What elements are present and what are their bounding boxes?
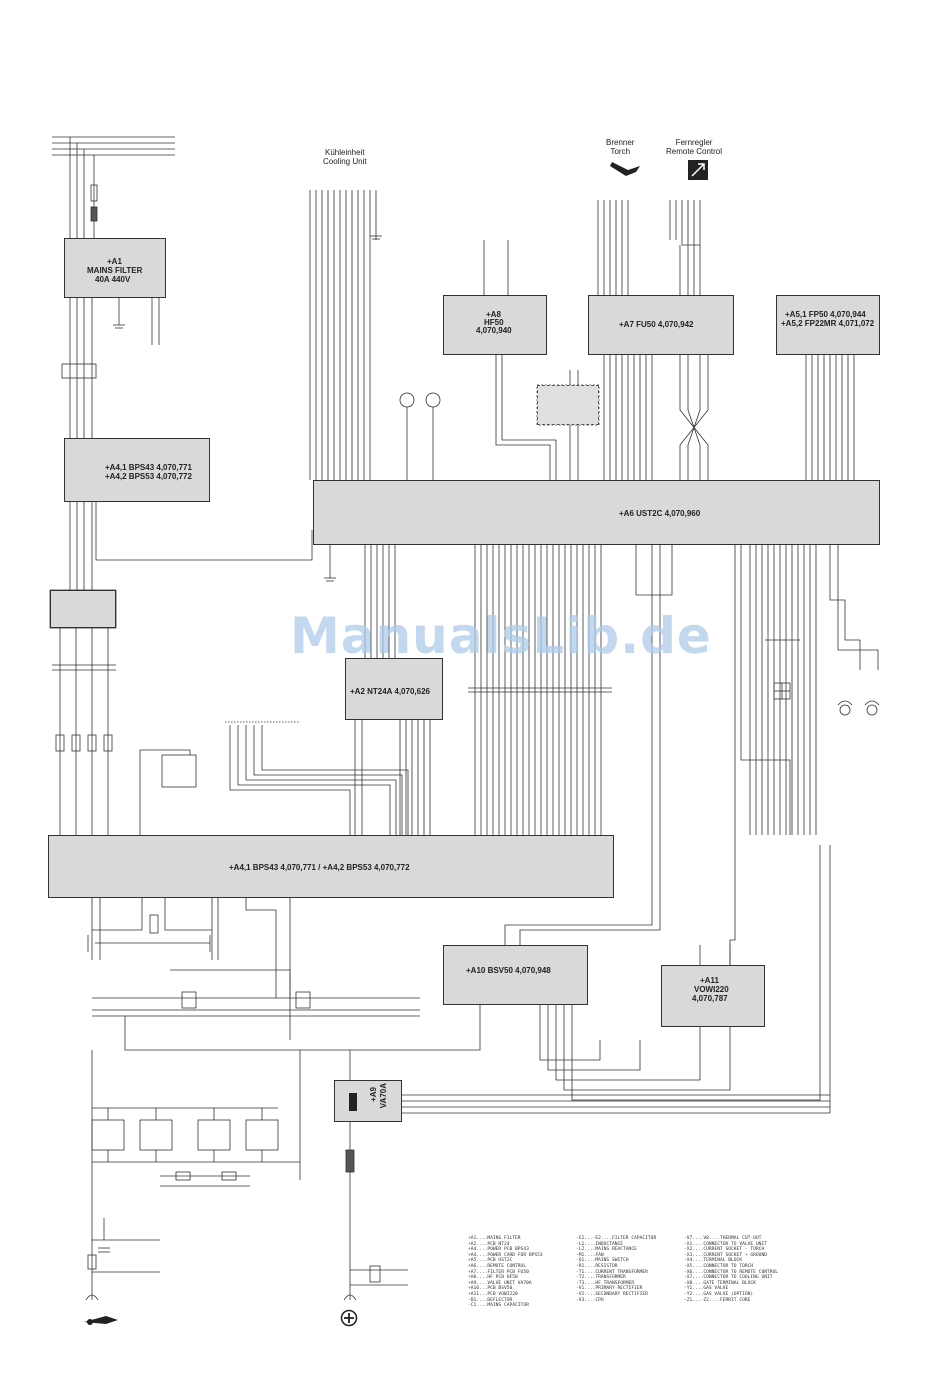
torch-label-en: Torch xyxy=(610,147,631,156)
torch-header: Brenner Torch xyxy=(606,138,634,156)
controller-to-nt24-wires xyxy=(329,545,396,658)
nt24-to-bps-wires xyxy=(225,720,431,835)
legend-column-2: -E1...-E2....FILTER CAPACITOR -L1....IND… xyxy=(576,1236,657,1303)
secondary-diodes xyxy=(91,1107,300,1187)
bps-side-module: +A4,1 BPS43 4,070,771 +A4,2 BPS53 4,070,… xyxy=(64,438,210,502)
vowi220-module: +A11 VOWI220 4,070,787 xyxy=(661,965,765,1027)
gas-valve-option-box xyxy=(537,385,599,425)
a4-main-label: +A4,1 BPS43 4,070,771 / +A4,2 BPS53 4,07… xyxy=(229,863,410,872)
bps-main-module: +A4,1 BPS43 4,070,771 / +A4,2 BPS53 4,07… xyxy=(48,835,614,898)
torch-output-symbol xyxy=(82,1312,122,1326)
a11-part: 4,070,787 xyxy=(692,994,728,1003)
mains-input-lines xyxy=(52,136,175,600)
fp50-module: +A5,1 FP50 4,070,944 +A5,2 FP22MR 4,071,… xyxy=(776,295,880,355)
a10-label: +A10 BSV50 4,070,948 xyxy=(466,966,551,975)
a6-label: +A6 UST2C 4,070,960 xyxy=(619,509,701,518)
a5-1-label: +A5,1 FP50 4,070,944 xyxy=(785,310,866,319)
hf50-module: +A8 HF50 4,070,940 xyxy=(443,295,547,355)
a8-part: 4,070,940 xyxy=(476,326,512,335)
a1-id: +A1 xyxy=(107,257,122,266)
ground-symbols xyxy=(324,235,382,582)
main-bus-wires xyxy=(468,545,612,835)
a4-2-side-label: +A4,2 BPS53 4,070,772 xyxy=(105,472,192,481)
lower-power-wires xyxy=(87,879,481,1300)
cooling-unit-label-de: Kühleinheit xyxy=(324,148,365,157)
hf50-wires xyxy=(483,240,557,480)
remote-control-icon xyxy=(688,160,708,180)
cooling-unit-header: Kühleinheit Cooling Unit xyxy=(323,148,367,166)
remote-wires xyxy=(669,200,709,480)
fan-motors xyxy=(399,392,441,480)
a11-name: VOWI220 xyxy=(694,985,729,994)
a9-name: VA70A xyxy=(379,1083,388,1109)
cooling-unit-wires xyxy=(309,190,377,480)
ust2c-controller-module: +A6 UST2C 4,070,960 xyxy=(313,480,880,545)
remote-label-en: Remote Control xyxy=(666,147,723,156)
a1-name: MAINS FILTER xyxy=(87,266,143,275)
mains-filter-module: +A1 MAINS FILTER 40A 440V xyxy=(64,238,166,298)
a11-id: +A11 xyxy=(700,976,719,985)
a8-id: +A8 xyxy=(486,310,501,319)
fp50-wires xyxy=(805,355,855,480)
a8-name: HF50 xyxy=(484,318,504,327)
a2-label: +A2 NT24A 4,070,626 xyxy=(350,687,430,696)
va70a-block xyxy=(349,1093,357,1111)
a7-label: +A7 FU50 4,070,942 xyxy=(619,320,694,329)
remote-label-de: Fernregler xyxy=(675,138,713,147)
nt24a-module: +A2 NT24A 4,070,626 xyxy=(345,658,443,720)
fu50-module: +A7 FU50 4,070,942 xyxy=(588,295,734,355)
power-to-controller-link xyxy=(95,450,313,561)
a1-rating: 40A 440V xyxy=(95,275,131,284)
a5-2-label: +A5,2 FP22MR 4,071,072 xyxy=(781,319,875,328)
a9-id: +A9 xyxy=(369,1087,378,1102)
cooling-unit-label-en: Cooling Unit xyxy=(323,157,367,166)
watermark: ManualsLib.de xyxy=(290,607,712,665)
a10-a11-wires xyxy=(402,845,831,1114)
output-stage xyxy=(85,1149,408,1301)
bsv50-module: +A10 BSV50 4,070,948 xyxy=(443,945,588,1005)
controller-right-wires xyxy=(504,545,879,965)
remote-control-header: Fernregler Remote Control xyxy=(666,138,722,156)
rectifier-lines xyxy=(49,589,197,835)
torch-label-de: Brenner xyxy=(606,138,635,147)
ground-output-symbol xyxy=(340,1309,358,1327)
rectifier-block xyxy=(50,590,116,628)
legend-column-3: -V7....V8....THERMAL CUT-OUT -X1....CONN… xyxy=(684,1236,779,1303)
a4-1-side-label: +A4,1 BPS43 4,070,771 xyxy=(105,463,192,472)
thermal-sensors xyxy=(837,700,880,706)
legend-column-1: +A1....MAINS FILTER +A2....PCB NT24 +A4.… xyxy=(468,1236,543,1309)
va70a-module: +A9 VA70A xyxy=(334,1080,402,1122)
